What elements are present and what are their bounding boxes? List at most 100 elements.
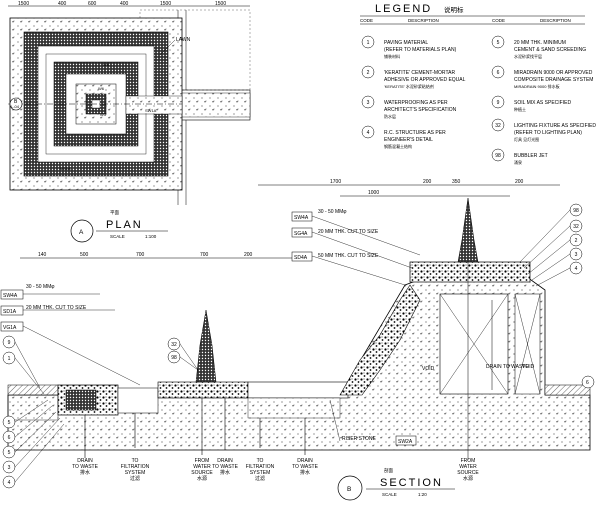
left-callout-1-code: 1 xyxy=(8,356,11,362)
legend-item-text: BUBBLER JET xyxy=(514,153,548,159)
legend-item-text: ENGINEER'S DETAIL xyxy=(384,137,433,143)
legend-item-1-code: 6 xyxy=(497,70,500,76)
left-callout-5-bubble xyxy=(2,460,16,474)
section-chinese-title: 剖面 xyxy=(384,467,393,474)
legend-item-2-bubble xyxy=(491,95,505,109)
section-tag-text: 30 - 50 MMφ xyxy=(26,284,55,290)
plan-scale-value: 1:100 xyxy=(145,234,157,239)
legend-item-text: 'KERATITE' CEMENT-MORTAR xyxy=(384,70,455,76)
right-callout-4-code: 4 xyxy=(575,266,578,272)
bottom-label-5: TO WASTE xyxy=(292,464,319,470)
legend-item-text: ADHESIVE OR APPROVED EQUAL xyxy=(384,77,466,83)
right-callout-1-bubble xyxy=(569,219,583,233)
bottom-label-4: TO xyxy=(257,458,264,464)
callout-w8: W8 xyxy=(103,62,110,67)
legend-item-text: PAVING MATERIAL xyxy=(384,40,428,46)
left-callout-5-code: 3 xyxy=(8,465,11,471)
legend-item-cn: 防水层 xyxy=(384,113,396,119)
section-tag-text: 30 - 50 MMφ xyxy=(318,209,347,215)
legend-item-0-bubble xyxy=(491,35,505,49)
bottom-label-4: 过滤 xyxy=(255,475,265,482)
legend-item-0-code: 1 xyxy=(367,40,370,46)
legend-item-1-bubble xyxy=(491,65,505,79)
plan-dim-top: 1500 xyxy=(18,1,29,7)
legend-item-text: (REFER TO LIGHTING PLAN) xyxy=(514,130,582,136)
bottom-label-6: 水源 xyxy=(463,475,473,482)
legend-chinese-title: 说明标 xyxy=(444,5,464,14)
legend-item-text: COMPOSITE DRAINAGE SYSTEM xyxy=(514,77,593,83)
bottom-label-4: SYSTEM xyxy=(250,470,271,476)
section-dim-top-right: 1000 xyxy=(368,190,379,196)
section-dim-top-right: 1700 xyxy=(330,179,341,185)
right-mark: 6 xyxy=(586,380,589,386)
legend-item-cn: 'KERATITE' 水泥砂浆粘结剂 xyxy=(384,83,434,89)
bottom-label-0: 排水 xyxy=(80,469,90,476)
right-callout-4-bubble xyxy=(569,261,583,275)
legend-col-desc: DESCRIPTION xyxy=(408,18,439,23)
callout-vg1a: VG1A xyxy=(60,166,71,171)
legend-item-0-code: 5 xyxy=(497,40,500,46)
riser-stone-label: RISER STONE xyxy=(342,436,376,442)
bottom-label-6: FROM xyxy=(461,458,476,464)
left-callout-3-code: 6 xyxy=(8,435,11,441)
plan-chinese-title: 平面 xyxy=(110,210,119,216)
section-marker-ref: L-04 xyxy=(11,104,20,109)
section-tag-code: SG4A xyxy=(294,231,308,237)
section-dim-top-left: 140 xyxy=(38,252,47,258)
left-callout-2-code: 5 xyxy=(8,420,11,426)
plan-dim-top: 400 xyxy=(58,1,67,7)
left-callout-1-bubble xyxy=(2,351,16,365)
bottom-label-1: 过滤 xyxy=(130,475,140,482)
right-callout-2-code: 2 xyxy=(575,238,578,244)
left-callout-6-code: 4 xyxy=(8,480,11,486)
bottom-label-2: FROM xyxy=(195,458,210,464)
left-callout-6-bubble xyxy=(2,475,16,489)
section-dim-top-right: 200 xyxy=(515,179,524,185)
bottom-label-0: TO WASTE xyxy=(72,464,99,470)
legend-item-3-code: 32 xyxy=(495,123,501,129)
legend-item-2-bubble xyxy=(361,95,375,109)
section-tag-text: 50 MM THK. CUT TO SIZE xyxy=(318,253,379,259)
legend-item-4-bubble xyxy=(491,148,505,162)
inner-label: VOID xyxy=(422,366,435,372)
legend-item-cn: 种植土 xyxy=(514,106,526,112)
legend-item-cn: 涌泉 xyxy=(514,159,522,165)
right-callout-0-bubble xyxy=(569,203,583,217)
section-tag-code: SD4A xyxy=(294,255,308,261)
bottom-label-0: DRAIN xyxy=(77,458,93,464)
legend-col-code-2: CODE xyxy=(492,18,505,23)
section-tag-text: 20 MM THK. CUT TO SIZE xyxy=(26,305,87,311)
left-callout-0-bubble xyxy=(2,335,16,349)
right-callout-2-bubble xyxy=(569,233,583,247)
plan-dim-top: 600 xyxy=(88,1,97,7)
legend: LEGEND 说明标 CODE DESCRIPTION CODE DESCRIP… xyxy=(360,3,596,165)
legend-item-cn: 灯具 见灯光图 xyxy=(514,136,539,142)
section-label-letter: B xyxy=(347,486,351,493)
section-tag-code: VG1A xyxy=(3,325,17,331)
legend-item-cn: 水泥砂浆找平层 xyxy=(514,53,542,59)
legend-item-2-code: 3 xyxy=(367,100,370,106)
legend-item-2-code: 9 xyxy=(497,100,500,106)
section-tag-code: SW4A xyxy=(294,215,309,221)
bottom-label-1: FILTRATION xyxy=(121,464,150,470)
bottom-label-3: 排水 xyxy=(220,469,230,476)
legend-title: LEGEND xyxy=(375,3,432,15)
legend-item-cn: MIRADRAIN 9000 排水板 xyxy=(514,83,560,89)
section-scale-value: 1:20 xyxy=(418,492,427,497)
section-dim-top-left: 700 xyxy=(200,252,209,258)
inner-label: VOID xyxy=(522,364,535,370)
legend-item-cn: 铺装材料 xyxy=(384,53,400,59)
plan-title: PLAN xyxy=(106,219,143,231)
callout-w6: W6 xyxy=(98,86,105,91)
section-marker[interactable] xyxy=(9,97,23,111)
section-view: 1700 1000 200 350 200 140 500 700 700 20… xyxy=(0,179,595,501)
legend-item-1-code: 2 xyxy=(367,70,370,76)
right-callout-3-bubble xyxy=(569,247,583,261)
bottom-label-5: 排水 xyxy=(300,469,310,476)
legend-item-3-bubble xyxy=(491,118,505,132)
bottom-label-1: TO xyxy=(132,458,139,464)
